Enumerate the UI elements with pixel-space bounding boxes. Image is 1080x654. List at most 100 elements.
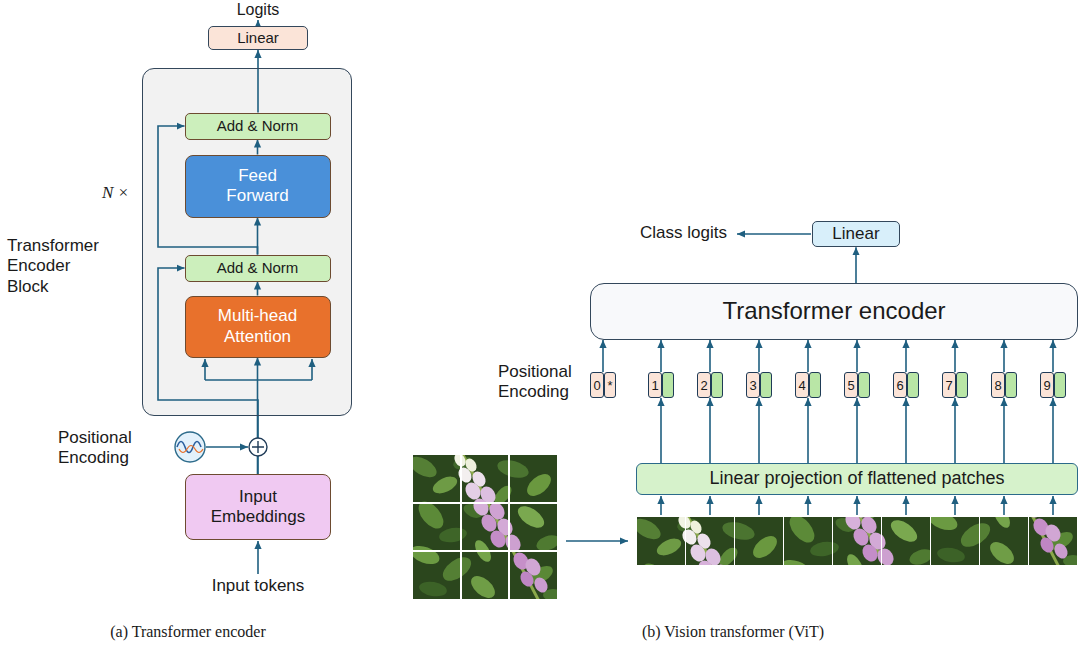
patch-embedding bbox=[760, 372, 772, 398]
add-norm-layer: Add & Norm bbox=[185, 113, 331, 140]
patch-embedding bbox=[1054, 372, 1066, 398]
connector-arrow bbox=[257, 50, 259, 113]
output-label: Class logits bbox=[640, 223, 727, 243]
encoder-block: Add & NormFeed ForwardAdd & NormMulti-he… bbox=[142, 68, 352, 416]
box-label: Linear projection of flattened patches bbox=[709, 468, 1004, 490]
position-index: 4 bbox=[795, 372, 809, 398]
patch-strip bbox=[630, 417, 1080, 654]
box-label: Linear bbox=[832, 224, 879, 244]
connector-arrow bbox=[709, 340, 711, 372]
connector-arrow bbox=[602, 340, 604, 372]
position-index: 5 bbox=[844, 372, 858, 398]
connector-arrow bbox=[1003, 398, 1005, 463]
attention-layer: Multi-head Attention bbox=[185, 296, 331, 358]
connector-arrow bbox=[954, 398, 956, 463]
box-label: Linear bbox=[237, 29, 279, 47]
token-embedding: 3 bbox=[746, 372, 772, 398]
positional-encoding-label: Positional Encoding bbox=[58, 428, 158, 469]
token-index: 9 bbox=[1043, 379, 1050, 392]
patch-embedding bbox=[858, 372, 870, 398]
transformer-encoder: Transformer encoder bbox=[590, 283, 1078, 340]
token-embedding: 5 bbox=[844, 372, 870, 398]
repeat-count: N × bbox=[102, 183, 129, 203]
patch-arrows bbox=[661, 496, 1053, 515]
split-arrow bbox=[566, 541, 628, 542]
output-label: Logits bbox=[228, 0, 288, 19]
attention-fork bbox=[205, 359, 312, 380]
class-logits-arrow bbox=[737, 234, 811, 235]
embedding-layer: Input Embeddings bbox=[185, 474, 331, 540]
box-label: Transformer encoder bbox=[722, 297, 945, 326]
feed-forward-layer: Feed Forward bbox=[185, 155, 331, 218]
position-index: 1 bbox=[648, 372, 662, 398]
positional-encoding-icon bbox=[175, 432, 248, 462]
linear-layer: Linear bbox=[208, 26, 308, 50]
connector-arrow bbox=[257, 282, 259, 296]
token-index: 8 bbox=[994, 379, 1001, 392]
positional-encoding-label: Positional Encoding bbox=[498, 362, 586, 403]
repeat-count: N × bbox=[102, 183, 129, 203]
connector-arrow bbox=[807, 340, 809, 372]
patch-embedding bbox=[809, 372, 821, 398]
input-image bbox=[406, 451, 563, 605]
position-index: 9 bbox=[1040, 372, 1054, 398]
position-index: 3 bbox=[746, 372, 760, 398]
token-index: * bbox=[607, 379, 612, 392]
connector-arrow bbox=[856, 340, 858, 372]
input-label: Input tokens bbox=[198, 576, 318, 596]
position-index: 7 bbox=[942, 372, 956, 398]
connector-arrow bbox=[954, 340, 956, 372]
patch-embedding: * bbox=[604, 372, 616, 398]
subfigure-caption: (a) Transformer encoder bbox=[88, 622, 288, 641]
connector-arrow bbox=[1052, 340, 1054, 372]
flower-photo bbox=[406, 451, 563, 605]
subfigure-caption: (a) Transformer encoder bbox=[88, 622, 288, 641]
block-label: Transformer Encoder Block bbox=[7, 236, 107, 297]
box-label: Add & Norm bbox=[217, 117, 299, 135]
connector-arrow bbox=[1052, 398, 1054, 463]
box-label: Add & Norm bbox=[217, 259, 299, 277]
patch-embedding bbox=[711, 372, 723, 398]
position-index: 0 bbox=[590, 372, 604, 398]
token-embedding: 0* bbox=[590, 372, 616, 398]
block-fill bbox=[142, 68, 352, 416]
input-label: Input tokens bbox=[198, 576, 318, 596]
connector-arrow bbox=[758, 340, 760, 372]
connector-arrow bbox=[905, 340, 907, 372]
patch-embedding bbox=[1005, 372, 1017, 398]
token-index: 3 bbox=[749, 379, 756, 392]
connector-arrow bbox=[758, 398, 760, 463]
token-index: 7 bbox=[945, 379, 952, 392]
token-embedding: 9 bbox=[1040, 372, 1066, 398]
connector-arrow bbox=[660, 340, 662, 372]
patch-embedding bbox=[907, 372, 919, 398]
token-index: 0 bbox=[593, 379, 600, 392]
token-index: 6 bbox=[896, 379, 903, 392]
position-index: 6 bbox=[893, 372, 907, 398]
connector-arrow bbox=[709, 398, 711, 463]
subfigure-caption: (b) Vision transformer (ViT) bbox=[583, 622, 883, 641]
add-symbol bbox=[249, 438, 267, 456]
box-label: Input Embeddings bbox=[206, 487, 310, 528]
box-label: Multi-head Attention bbox=[206, 306, 310, 347]
positional-encoding-label: Positional Encoding bbox=[498, 362, 586, 403]
add-norm-layer: Add & Norm bbox=[185, 255, 331, 282]
connector-arrow bbox=[855, 247, 857, 283]
connector-arrow bbox=[257, 140, 259, 155]
connector-arrow bbox=[905, 398, 907, 463]
position-index: 2 bbox=[697, 372, 711, 398]
logits-arrow bbox=[258, 20, 259, 25]
token-embedding: 1 bbox=[648, 372, 674, 398]
connector-arrow bbox=[807, 398, 809, 463]
token-index: 5 bbox=[847, 379, 854, 392]
token-index: 1 bbox=[651, 379, 658, 392]
patch-embedding bbox=[662, 372, 674, 398]
token-index: 2 bbox=[700, 379, 707, 392]
token-embedding: 8 bbox=[991, 372, 1017, 398]
token-embedding: 4 bbox=[795, 372, 821, 398]
subfigure-caption: (b) Vision transformer (ViT) bbox=[583, 622, 883, 641]
output-label: Logits bbox=[228, 0, 288, 19]
positional-encoding-label: Positional Encoding bbox=[58, 428, 158, 469]
connector-arrow bbox=[1003, 340, 1005, 372]
input-arrow bbox=[258, 541, 259, 574]
